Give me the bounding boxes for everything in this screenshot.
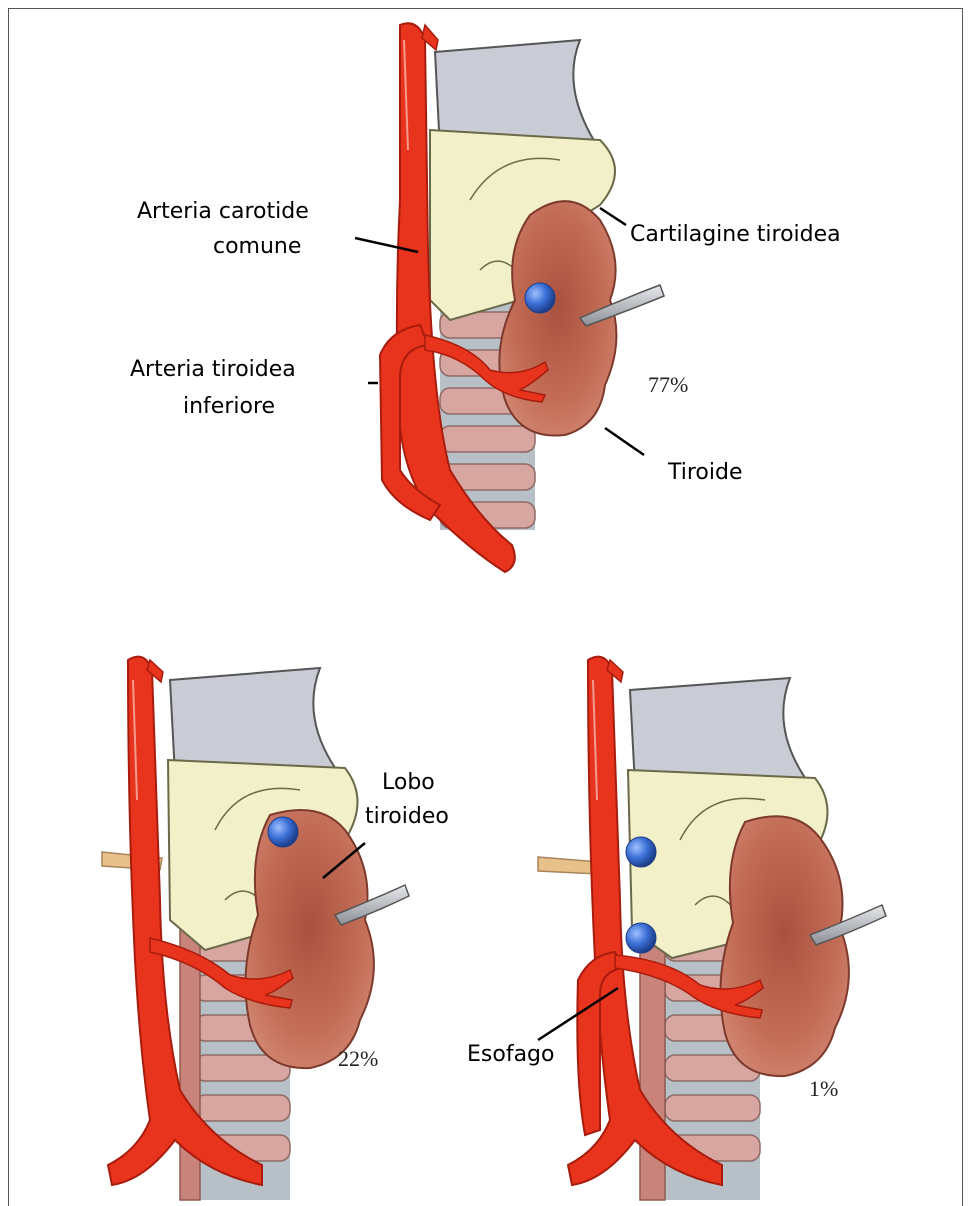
blue-sphere-icon [626, 923, 656, 953]
label-inferior-artery-line2: inferiore [183, 390, 275, 424]
illustration-top [355, 23, 664, 572]
label-carotid-line2: comune [213, 230, 301, 264]
thyroid-lobe-bottom-right [721, 816, 849, 1076]
label-lobe-line1: Lobo [382, 766, 435, 800]
blue-sphere-icon [525, 283, 555, 313]
blue-sphere-icon [268, 817, 298, 847]
label-lobe-line2: tiroideo [365, 800, 449, 834]
label-esophagus: Esofago [467, 1038, 554, 1072]
label-cartilage: Cartilagine tiroidea [630, 218, 841, 252]
percentage-bottom-right: 1% [809, 1076, 838, 1102]
illustration-bottom-right [538, 657, 886, 1200]
label-inferior-artery-line1: Arteria tiroidea [130, 353, 296, 387]
percentage-top: 77% [648, 372, 688, 398]
blue-sphere-icon [626, 837, 656, 867]
illustration-bottom-left [102, 657, 409, 1200]
hyoid-bottom-left [170, 668, 340, 775]
percentage-bottom-left: 22% [338, 1046, 378, 1072]
hyoid-bottom-right [630, 678, 810, 785]
label-carotid-line1: Arteria carotide [137, 195, 309, 229]
label-thyroid: Tiroide [668, 456, 743, 490]
thyroid-lobe-bottom-left [246, 810, 374, 1068]
